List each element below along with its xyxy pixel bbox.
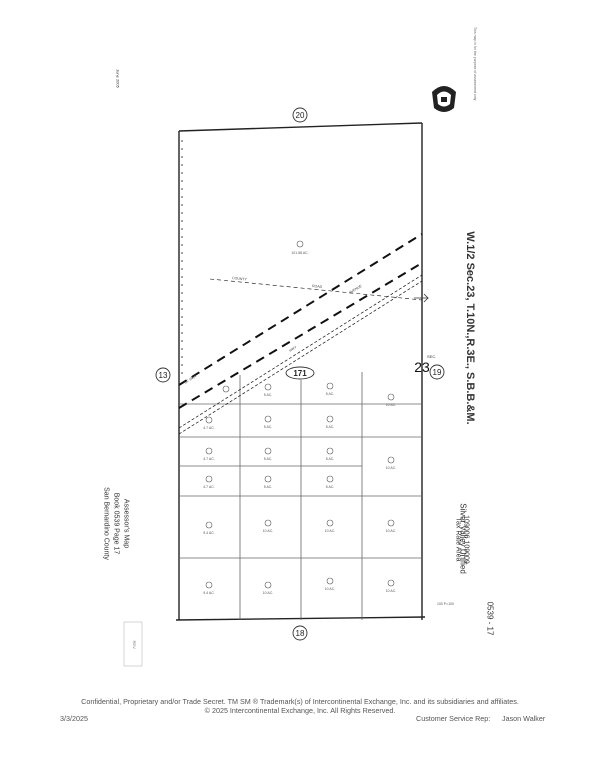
acreage-5ac: 5 AC. — [326, 457, 335, 461]
acreage-10ac: 10 AC. — [386, 403, 397, 407]
right-tax-rate: Tax Rate Area — [454, 517, 462, 562]
road-label-hwy: HWY — [288, 345, 298, 353]
footer-copyright: © 2025 Intercontinental Exchange, Inc. A… — [204, 706, 396, 715]
parcel-number: 171 — [293, 369, 307, 378]
top-disclaimer: This map is for the purpose of assessmen… — [473, 27, 477, 101]
acreage-5ac: 5 AC. — [264, 457, 273, 461]
parcel-outline — [175, 122, 426, 621]
section-left: 13 — [159, 371, 168, 380]
right-tax-codes: 109006 109009 — [462, 515, 470, 564]
acreage-5ac: 5 AC. — [326, 392, 335, 396]
road-label-avenue: AVENUE — [348, 284, 363, 295]
lower-right-note: 100 P=100 — [437, 602, 454, 606]
north-arrow-icon — [414, 293, 429, 303]
acreage-10ac: 10 AC. — [325, 529, 336, 533]
acreage-9-4ac: 9.4 AC. — [203, 531, 215, 535]
map-date: June 2005 — [115, 69, 121, 88]
revision-label: REV. — [132, 641, 137, 650]
acreage-4-7ac: 4.7 AC. — [203, 457, 215, 461]
acreage-10ac: 10 AC. — [263, 591, 274, 595]
left-map-title: Assessor's Map — [122, 498, 130, 549]
left-map-book: Book 0539 Page 17 — [112, 492, 120, 555]
acreage-9-4ac: 9.4 AC. — [203, 591, 215, 595]
acreage-10ac: 10 AC. — [386, 466, 397, 470]
section-right: 19 — [433, 368, 442, 377]
diagonal-roads — [178, 233, 423, 435]
section-top: 20 — [296, 111, 305, 120]
acreage-10ac: 10 AC. — [325, 587, 336, 591]
footer-rep-label: Customer Service Rep: — [416, 714, 491, 723]
revision-box — [123, 621, 143, 667]
acreage-5ac: 5 AC. — [264, 485, 273, 489]
acreage-5ac: 5 AC. — [264, 393, 273, 397]
road-label-road: ROAD — [312, 284, 323, 289]
acreage-4-7ac: 4.7 AC. — [203, 426, 215, 430]
acreage-big: 101.58 AC. — [291, 251, 308, 255]
road-label-st-hwy: ST. HWY. — [183, 374, 198, 385]
footer-rep-name: Jason Walker — [502, 714, 546, 723]
big-section-number: 23 — [414, 359, 430, 375]
section-bottom: 18 — [296, 629, 305, 638]
acreage-4-7ac: 4.7 AC. — [203, 485, 215, 489]
footer-confidential: Confidential, Proprietary and/or Trade S… — [81, 697, 519, 706]
acreage-5ac: 5 AC. — [326, 485, 335, 489]
right-section-title: W.1/2 Sec.23, T.10N.,R.3E., S.B.B.&M. — [464, 231, 476, 425]
footer-date: 3/3/2025 — [60, 714, 88, 723]
lot-markers — [205, 240, 395, 589]
sec-label: SEC. — [427, 354, 436, 359]
acreage-5ac: 5 AC. — [326, 425, 335, 429]
assessor-crest-logo — [432, 86, 456, 112]
left-county: San Bernardino County — [102, 487, 110, 560]
section-markers — [155, 107, 445, 641]
acreage-10ac: 10 AC. — [263, 529, 274, 533]
acreage-10ac: 10 AC. — [386, 529, 397, 533]
lot-grid — [179, 372, 422, 620]
road-label-county: COUNTY — [232, 276, 248, 282]
right-map-number: 0539 - 17 — [485, 601, 495, 636]
acreage-5ac: 5 AC. — [264, 425, 273, 429]
acreage-10ac: 10 AC. — [386, 589, 397, 593]
